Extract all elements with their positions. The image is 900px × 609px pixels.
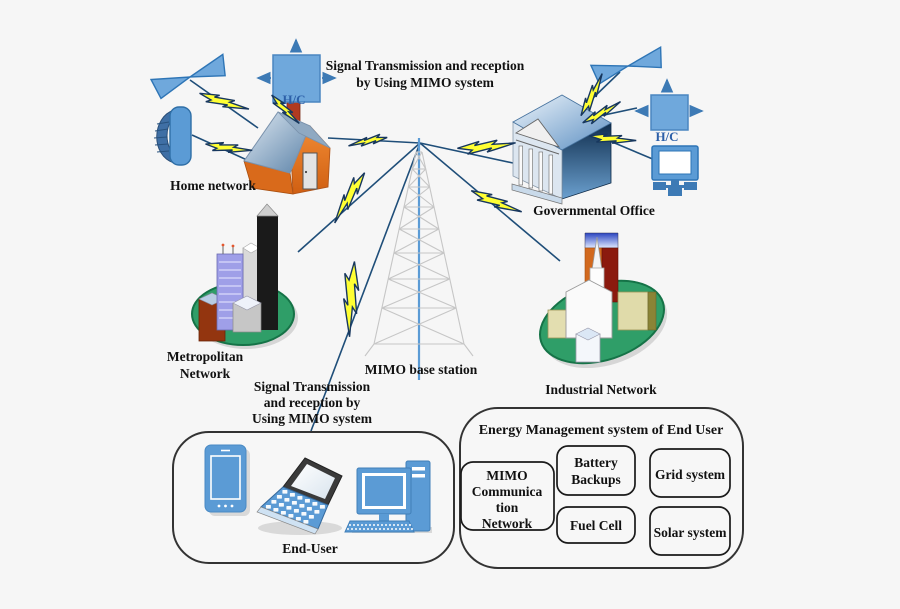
laptop-icon — [256, 457, 343, 535]
top-note-line1: Signal Transmission and reception — [326, 58, 525, 73]
end-user-panel: End-User — [172, 431, 455, 564]
grid-box-label: Grid system — [655, 467, 726, 482]
house-icon — [243, 96, 331, 195]
mimo-box-line: MIMO — [486, 468, 527, 483]
mimo-base-station-label: MIMO base station — [365, 362, 478, 377]
mimo-box-line: tion — [496, 500, 519, 515]
networked-computer-icon — [651, 145, 699, 196]
industrial-network-label: Industrial Network — [545, 382, 657, 397]
city-buildings-icon — [191, 203, 298, 349]
battery-box-line: Backups — [571, 472, 621, 487]
mid-note-line1: Signal Transmission — [254, 379, 371, 394]
hc-converter-box-icon: H/C — [256, 38, 337, 107]
smartphone-icon — [204, 444, 250, 516]
home-network-label: Home network — [170, 178, 256, 193]
fuel-cell-box: Fuel Cell — [556, 506, 636, 544]
desktop-computer-icon — [344, 460, 432, 533]
door — [302, 152, 318, 190]
governmental-office-label: Governmental Office — [533, 203, 655, 218]
lattice-tower-icon — [364, 138, 474, 380]
metropolitan-label-line1: Metropolitan — [167, 349, 244, 364]
mimo-communication-network-box: MIMO Communica tion Network — [460, 461, 555, 531]
dish-receiver-icon — [153, 106, 192, 166]
hc-right-box — [650, 94, 689, 131]
grid-system-box: Grid system — [649, 448, 731, 498]
metropolitan-label-line2: Network — [180, 366, 231, 381]
industrial-buildings-icon — [539, 232, 668, 369]
battery-box-line: Battery — [574, 455, 618, 470]
energy-management-panel: Energy Management system of End User MIM… — [459, 407, 744, 569]
end-user-label: End-User — [282, 541, 338, 556]
mid-note-line2: and reception by — [264, 395, 361, 410]
hc-right-label: H/C — [655, 129, 678, 144]
hc-left-arrows — [256, 38, 337, 85]
fuel-box-label: Fuel Cell — [570, 518, 622, 533]
mid-note-line3: Using MIMO system — [252, 411, 373, 426]
hc-right-arrows — [634, 78, 704, 118]
solar-box-label: Solar system — [654, 525, 728, 540]
mimo-box-line: Communica — [472, 484, 543, 499]
hc-converter-box-icon: H/C — [634, 78, 704, 144]
energy-panel-title: Energy Management system of End User — [479, 423, 724, 438]
hc-left-box — [272, 54, 321, 103]
laptop-keyboard — [265, 490, 325, 524]
hc-left-label: H/C — [282, 92, 305, 107]
bowtie-antenna-icon — [149, 53, 226, 100]
solar-system-box: Solar system — [649, 506, 731, 556]
tower-lattice — [364, 151, 474, 357]
battery-backups-box: Battery Backups — [556, 445, 636, 496]
top-note-line2: by Using MIMO system — [356, 75, 494, 90]
mimo-box-line: Network — [482, 516, 533, 531]
